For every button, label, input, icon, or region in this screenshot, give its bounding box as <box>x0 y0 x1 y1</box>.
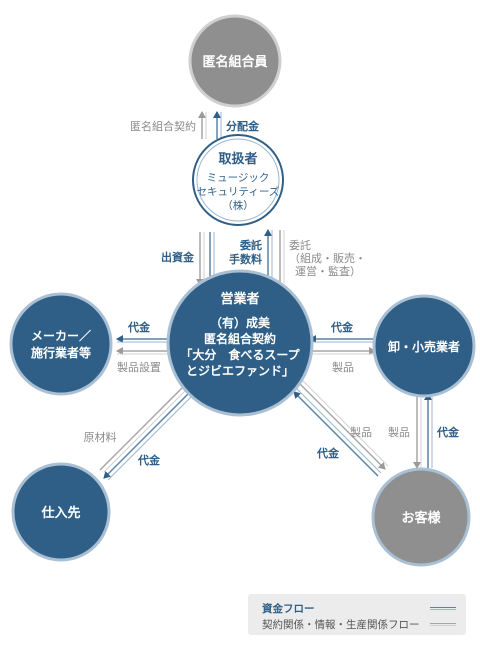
wholesaler-customer-lines <box>413 392 433 469</box>
wholesaler-operator-lines <box>309 335 376 355</box>
customer-payment-label: 代金 <box>316 446 340 460</box>
raw-material-label: 原材料 <box>84 430 117 444</box>
legend-info-flow-line <box>430 623 456 626</box>
handler-line-3: （株） <box>222 199 254 212</box>
supplier-payment-label: 代金 <box>137 453 161 467</box>
maker-line-1: メーカー／ <box>31 328 91 343</box>
delegation-label-3: 運営・監査） <box>295 264 361 278</box>
fee-label-2: 手数料 <box>229 252 262 266</box>
operator-line-1: （有）成美 <box>210 315 271 330</box>
operator-maker-lines <box>116 335 172 355</box>
distribution-label: 分配金 <box>226 119 260 133</box>
retail-payment-label: 代金 <box>436 425 460 439</box>
operator-title: 営業者 <box>220 291 259 307</box>
supplier-node: 仕入先 <box>11 462 111 562</box>
wholesale-product-label: 製品 <box>332 360 354 374</box>
delegation-label-2: （組成・販売・ <box>289 252 366 265</box>
handler-operator-lines <box>196 229 285 286</box>
legend-info-flow-label: 契約関係・情報・生産関係フロー <box>262 619 420 631</box>
maker-product-label: 製品設置 <box>117 360 161 374</box>
investment-label: 出資金 <box>161 250 195 264</box>
wholesaler-node: 卸・小売業者 <box>372 294 476 398</box>
investor-handler-lines <box>198 111 222 139</box>
supplier-operator-lines <box>99 385 194 481</box>
operator-line-3: 「大分 食べるスープ <box>180 347 300 362</box>
operator-line-4: とジビエファンド」 <box>186 363 294 378</box>
legend: 資金フロー 契約関係・情報・生産関係フロー <box>248 594 466 635</box>
investor-node: 匿名組合員 <box>188 14 282 108</box>
delegation-label-1: 委託 <box>289 238 311 252</box>
maker-node: メーカー／ 施行業者等 <box>9 292 113 396</box>
operator-line-2: 匿名組合契約 <box>204 331 276 346</box>
legend-money-flow-line <box>430 607 456 610</box>
operator-customer-lines <box>293 380 389 477</box>
wholesale-payment-label: 代金 <box>330 320 354 334</box>
investor-label: 匿名組合員 <box>202 54 267 70</box>
handler-node: 取扱者 ミュージック セキュリティーズ （株） <box>192 134 284 226</box>
fee-label-1: 委託 <box>239 238 262 252</box>
customer-node: お客様 <box>371 467 471 567</box>
handler-line-2: セキュリティーズ <box>197 185 280 198</box>
handler-line-1: ミュージック <box>207 172 270 184</box>
operator-node: 営業者 （有）成美 匿名組合契約 「大分 食べるスープ とジビエファンド」 <box>166 269 314 417</box>
wholesaler-label: 卸・小売業者 <box>388 339 460 354</box>
supplier-label: 仕入先 <box>40 505 80 521</box>
maker-line-2: 施行業者等 <box>31 345 91 360</box>
retail-product-label: 製品 <box>388 425 410 439</box>
contract-label: 匿名組合契約 <box>130 119 196 133</box>
customer-product-label: 製品 <box>350 425 372 439</box>
legend-money-flow-label: 資金フロー <box>262 603 315 615</box>
customer-label: お客様 <box>401 510 441 526</box>
handler-title: 取扱者 <box>218 151 257 167</box>
maker-payment-label: 代金 <box>127 320 151 334</box>
